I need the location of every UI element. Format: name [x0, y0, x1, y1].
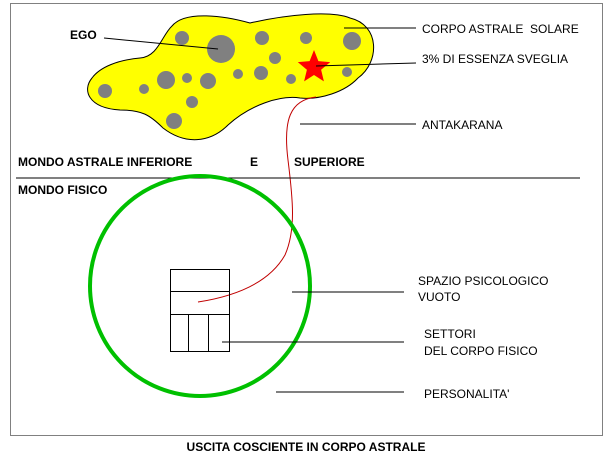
corpo-astrale-label: CORPO ASTRALE SOLARE	[422, 22, 579, 36]
personality-circle	[88, 174, 312, 398]
spot	[233, 69, 243, 79]
spot	[269, 52, 281, 64]
spot	[186, 96, 198, 108]
essenza-leader-line	[315, 62, 417, 67]
ego-spot	[207, 35, 235, 63]
spot	[166, 113, 182, 129]
ego-leader-line	[103, 37, 219, 50]
mondo-fisico-label: MONDO FISICO	[18, 183, 107, 197]
diagram-frame	[10, 3, 603, 436]
spazio-label-line2: VUOTO	[418, 290, 460, 304]
spot	[342, 67, 352, 77]
spot	[157, 71, 175, 89]
spot	[255, 31, 269, 45]
spot	[286, 74, 296, 84]
spot	[182, 73, 192, 83]
settori-label-line2: DEL CORPO FISICO	[424, 344, 538, 358]
spot	[254, 66, 268, 80]
essenza-label: 3% DI ESSENZA SVEGLIA	[422, 52, 568, 66]
physical-body-sectors	[170, 269, 230, 352]
spot	[200, 73, 216, 89]
leader-lines	[103, 27, 417, 393]
spazio-label-line1: SPAZIO PSICOLOGICO	[418, 274, 548, 288]
ego-label: EGO	[70, 28, 97, 42]
diagram-caption: USCITA COSCIENTE IN CORPO ASTRALE	[187, 440, 426, 454]
sectors-box	[170, 269, 230, 352]
settori-label-line1: SETTORI	[424, 327, 476, 341]
spot	[98, 84, 112, 98]
antakarana-label: ANTAKARANA	[422, 118, 502, 132]
spot	[175, 31, 189, 45]
spot	[343, 32, 361, 50]
spot	[300, 32, 312, 44]
antakarana-line	[197, 96, 317, 303]
mondo-astrale-label: MONDO ASTRALE INFERIORE	[18, 155, 192, 169]
e-label: E	[250, 155, 258, 169]
astral-body-blob	[87, 13, 374, 141]
personalita-label: PERSONALITA'	[424, 387, 509, 401]
superiore-label: SUPERIORE	[294, 155, 365, 169]
awake-essence-star-icon	[297, 50, 331, 82]
spot	[139, 84, 149, 94]
astral-body-spots	[98, 31, 361, 129]
